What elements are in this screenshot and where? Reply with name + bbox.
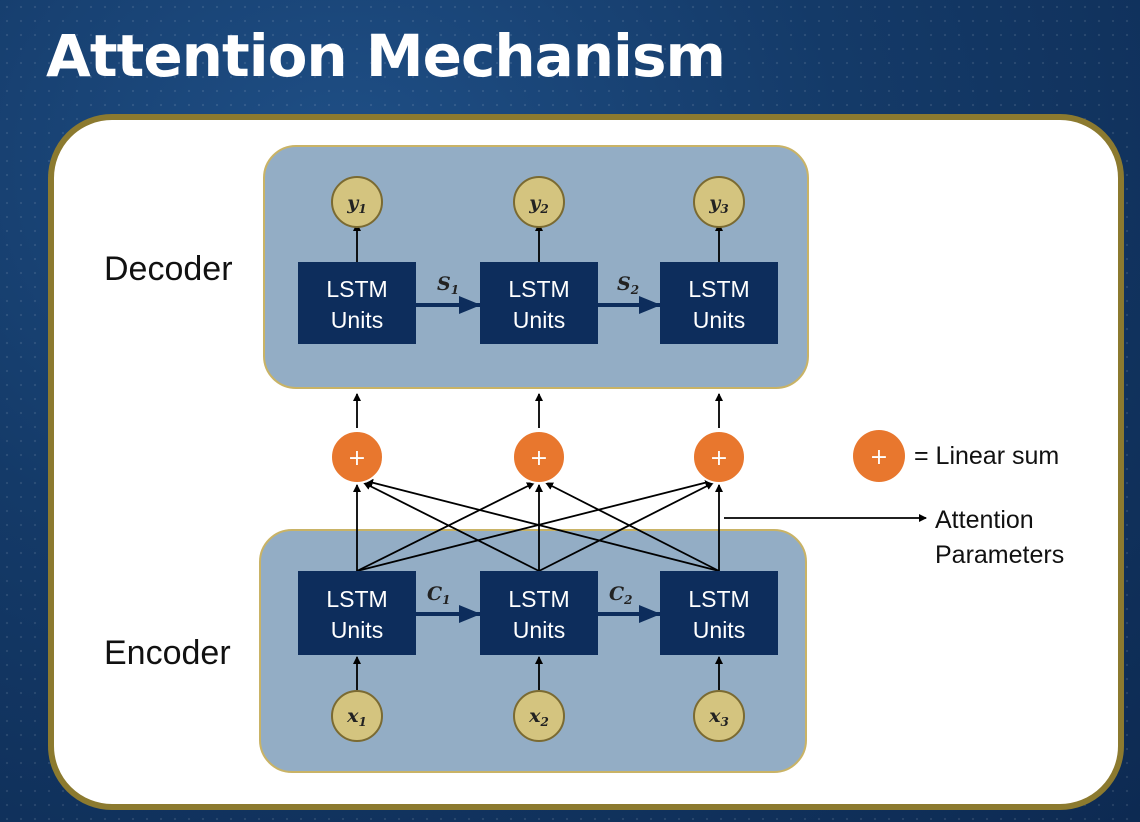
svg-text:y1: y1 bbox=[346, 192, 366, 216]
svg-text:x3: x3 bbox=[708, 705, 729, 729]
svg-text:LSTM: LSTM bbox=[326, 586, 387, 612]
legend-linear-sum: + = Linear sum bbox=[853, 430, 1059, 482]
linear-sum-node-1: + bbox=[330, 430, 384, 484]
page-title: Attention Mechanism bbox=[46, 22, 726, 90]
decoder-lstm-unit-3: LSTM Units bbox=[660, 262, 778, 344]
encoder-lstm-unit-1: LSTM Units bbox=[298, 571, 416, 655]
decoder-lstm-unit-2: LSTM Units bbox=[480, 262, 598, 344]
input-node-x3: x3 bbox=[693, 690, 745, 742]
svg-text:x2: x2 bbox=[528, 705, 549, 729]
svg-text:+: + bbox=[710, 446, 728, 471]
legend-text: = Linear sum bbox=[914, 442, 1059, 470]
svg-text:x1: x1 bbox=[346, 705, 367, 729]
encoder-lstm-unit-3: LSTM Units bbox=[660, 571, 778, 655]
svg-text:LSTM: LSTM bbox=[688, 276, 749, 302]
output-node-y2: y2 bbox=[513, 176, 565, 228]
svg-text:LSTM: LSTM bbox=[508, 276, 569, 302]
attention-connections bbox=[353, 478, 723, 572]
linear-sum-node-2: + bbox=[512, 430, 566, 484]
svg-text:Units: Units bbox=[693, 617, 745, 643]
svg-text:Units: Units bbox=[693, 307, 745, 333]
output-node-y3: y3 bbox=[693, 176, 745, 228]
decoder-label: Decoder bbox=[104, 250, 233, 288]
output-node-y1: y1 bbox=[331, 176, 383, 228]
encoder-state-label-c2: C2 bbox=[609, 583, 632, 607]
svg-text:LSTM: LSTM bbox=[326, 276, 387, 302]
svg-text:Units: Units bbox=[331, 307, 383, 333]
svg-text:LSTM: LSTM bbox=[508, 586, 569, 612]
decoder-lstm-unit-1: LSTM Units bbox=[298, 262, 416, 344]
svg-text:LSTM: LSTM bbox=[688, 586, 749, 612]
encoder-lstm-unit-2: LSTM Units bbox=[480, 571, 598, 655]
svg-text:Units: Units bbox=[513, 617, 565, 643]
svg-text:Units: Units bbox=[513, 307, 565, 333]
svg-text:y2: y2 bbox=[528, 192, 548, 216]
decoder-state-label-s1: S1 bbox=[437, 273, 459, 297]
attention-label-line2: Parameters bbox=[935, 541, 1064, 569]
svg-text:+: + bbox=[530, 446, 548, 471]
input-node-x2: x2 bbox=[513, 690, 565, 742]
encoder-state-label-c1: C1 bbox=[427, 583, 450, 607]
linear-sum-node-3: + bbox=[692, 430, 746, 484]
svg-text:Units: Units bbox=[331, 617, 383, 643]
decoder-state-label-s2: S2 bbox=[617, 273, 639, 297]
legend-sum-icon bbox=[853, 430, 905, 482]
attention-label-line1: Attention bbox=[935, 506, 1034, 534]
svg-text:+: + bbox=[870, 445, 888, 470]
input-node-x1: x1 bbox=[331, 690, 383, 742]
encoder-label: Encoder bbox=[104, 634, 231, 672]
svg-text:y3: y3 bbox=[708, 192, 728, 216]
svg-text:+: + bbox=[348, 446, 366, 471]
